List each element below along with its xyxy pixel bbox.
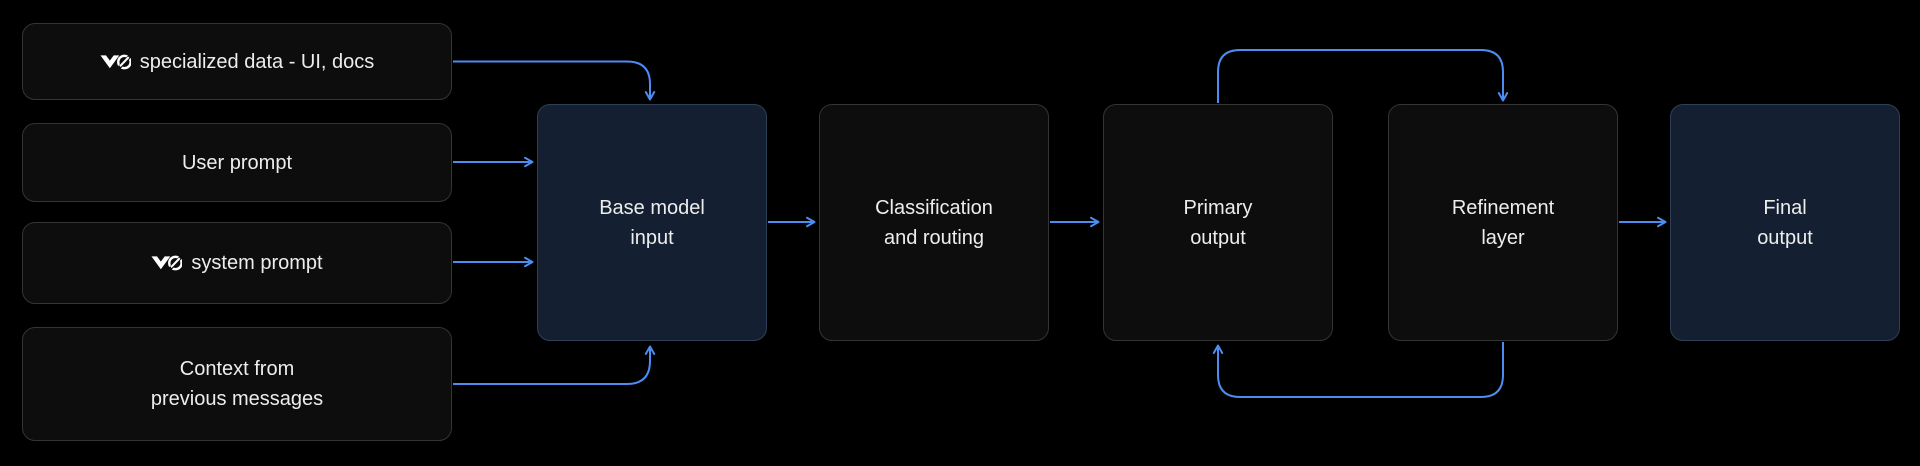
v0-logo-icon <box>100 53 131 70</box>
arrow-primary-to-refinement-top-loop <box>1217 49 1509 103</box>
node-label-line1: Refinement <box>1451 196 1555 219</box>
node-refinement-layer: Refinement layer <box>1388 104 1618 341</box>
node-label-line2: layer <box>1481 226 1525 249</box>
input-label: system prompt <box>191 252 323 274</box>
input-box-specialized-data: specialized data - UI, docs <box>22 23 452 100</box>
node-base-model-input: Base model input <box>537 104 767 341</box>
node-label-line1: Base model <box>599 196 705 219</box>
input-label-line2: previous messages <box>150 388 324 410</box>
input-label: specialized data - UI, docs <box>139 50 375 73</box>
input-label-line1: Context from <box>179 358 295 380</box>
input-label: User prompt <box>181 151 293 174</box>
node-primary-output: Primary output <box>1103 104 1333 341</box>
node-classification-and-routing: Classification and routing <box>819 104 1049 341</box>
input-box-context: Context from previous messages <box>22 327 452 441</box>
node-label-line2: input <box>630 226 674 249</box>
node-label-line1: Primary <box>1183 196 1253 219</box>
arrow-specialized-data-to-base <box>453 60 656 101</box>
node-label-line2: output <box>1190 226 1246 249</box>
node-final-output: Final output <box>1670 104 1900 341</box>
node-label-line2: and routing <box>883 226 985 249</box>
arrow-context-to-base <box>453 345 656 385</box>
input-box-user-prompt: User prompt <box>22 123 452 202</box>
node-label-line1: Classification <box>875 196 993 219</box>
arrow-refinement-to-primary-bottom-loop <box>1212 342 1504 398</box>
node-label-line1: Final <box>1763 196 1807 219</box>
node-label-line2: output <box>1757 226 1813 249</box>
v0-logo-icon <box>151 254 183 272</box>
input-box-system-prompt: system prompt <box>22 222 452 304</box>
